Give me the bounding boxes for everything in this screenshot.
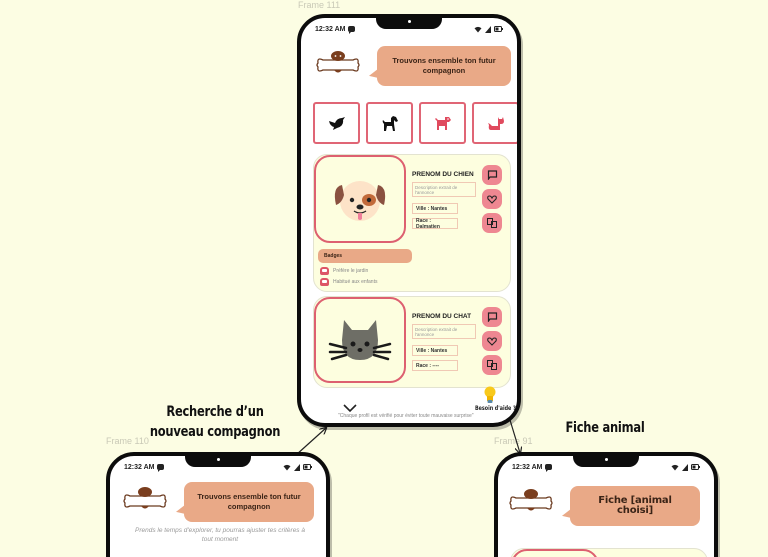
signal-icon (294, 463, 300, 471)
status-time: 12:32 AM (315, 25, 346, 33)
lightbulb-icon (484, 386, 496, 403)
badge-icon (320, 267, 329, 275)
wifi-icon (283, 464, 291, 471)
message-icon (157, 464, 165, 472)
search-phone-frame: 12:32 AM Trouvons ensemble ton futur com… (106, 452, 330, 557)
battery-icon (303, 464, 312, 470)
wifi-icon (474, 26, 482, 33)
compare-icon (487, 218, 497, 228)
cat-city: Ville : Nantes (412, 345, 458, 356)
frame-label-111: Frame 111 (298, 0, 341, 10)
main-phone-frame: 12:32 AM Trouvons ensemble ton futur com… (297, 14, 521, 427)
dog-face-icon (334, 181, 386, 221)
frame-label-91: Frame 91 (494, 436, 533, 446)
animal-filter-row (313, 102, 517, 144)
badges-title: Badges (324, 253, 343, 259)
badge-garden-label: Préfère le jardin (333, 268, 369, 274)
horse-icon (382, 116, 398, 131)
battery-icon (494, 26, 503, 32)
animal-card-cat[interactable]: PRENOM DU CHAT Description extrait de l'… (313, 296, 511, 388)
signal-icon (682, 463, 688, 471)
cat-message-button[interactable] (482, 307, 502, 327)
cat-name: PRENOM DU CHAT (412, 313, 472, 320)
message-icon (487, 312, 497, 322)
cat-photo (314, 297, 406, 383)
message-icon (545, 464, 553, 472)
bird-icon (328, 117, 345, 130)
badge-children: Habitué aux enfants (320, 278, 377, 286)
cat-breed: Race : ---- (412, 360, 458, 371)
explore-subtitle: Prends le temps d'explorer, tu pourras a… (135, 527, 305, 543)
scroll-down-button[interactable] (343, 400, 357, 413)
header-speech-bubble: Trouvons ensemble ton futur compagnon (377, 46, 511, 86)
cat-description: Description extrait de l'annonce (412, 324, 476, 339)
heart-icon (487, 194, 497, 204)
help-label: Besoin d'aide ? (475, 405, 516, 412)
status-bar: 12:32 AM (315, 23, 503, 35)
badge-children-label: Habitué aux enfants (333, 279, 378, 285)
dog-breed: Race : Dalmatien (412, 218, 458, 230)
bubble-text: Trouvons ensemble ton futur compagnon (392, 56, 496, 75)
filter-bird-button[interactable] (313, 102, 360, 144)
annotation-animal-sheet: Fiche animal (565, 420, 645, 436)
animal-detail-card (510, 548, 708, 557)
compare-icon (487, 360, 497, 370)
filter-cat-button[interactable] (472, 102, 517, 144)
cat-compare-button[interactable] (482, 355, 502, 375)
status-bar: 12:32 AM (512, 461, 700, 473)
bubble-text: Trouvons ensemble ton futur compagnon (197, 492, 301, 511)
dog-description: Description extrait de l'annonce (412, 182, 476, 197)
dog-icon (434, 117, 451, 130)
header-speech-bubble: Trouvons ensemble ton futur compagnon (184, 482, 314, 522)
dog-message-button[interactable] (482, 165, 502, 185)
dog-bone-logo (122, 484, 168, 518)
chevron-down-icon (343, 404, 357, 413)
annotation-search-flow: Recherche d’un nouveau compagnon (149, 404, 281, 440)
message-icon (487, 170, 497, 180)
phone-notch (185, 456, 251, 467)
animal-card-dog[interactable]: PRENOM DU CHIEN Description extrait de l… (313, 154, 511, 292)
dog-bone-logo (315, 48, 361, 82)
animal-sheet-phone-frame: 12:32 AM Fiche [animal choisi] (494, 452, 718, 557)
frame-label-110: Frame 110 (106, 436, 149, 446)
animal-photo (511, 549, 599, 557)
cat-face-icon (328, 320, 392, 361)
footer-quote: "Chaque profil est vérifié pour éviter t… (338, 413, 474, 419)
dog-bone-logo (508, 486, 554, 520)
dog-city: Ville : Nantes (412, 203, 458, 214)
status-bar: 12:32 AM (124, 461, 312, 473)
filter-horse-button[interactable] (366, 102, 413, 144)
badge-icon (320, 278, 329, 286)
badge-garden: Préfère le jardin (320, 267, 368, 275)
dog-compare-button[interactable] (482, 213, 502, 233)
header-speech-bubble: Fiche [animal choisi] (570, 486, 700, 526)
heart-icon (487, 336, 497, 346)
cat-icon (487, 117, 504, 130)
status-time: 12:32 AM (512, 463, 543, 471)
dog-name: PRENOM DU CHIEN (412, 171, 474, 178)
badges-header: Badges (318, 249, 412, 263)
dog-photo (314, 155, 406, 243)
cat-favorite-button[interactable] (482, 331, 502, 351)
filter-dog-button[interactable] (419, 102, 466, 144)
bubble-text: Fiche [animal choisi] (598, 495, 672, 516)
message-icon (348, 26, 356, 34)
status-time: 12:32 AM (124, 463, 155, 471)
dog-favorite-button[interactable] (482, 189, 502, 209)
signal-icon (485, 25, 491, 33)
battery-icon (691, 464, 700, 470)
help-button[interactable]: Besoin d'aide ? (473, 386, 516, 414)
phone-notch (573, 456, 639, 467)
wifi-icon (671, 464, 679, 471)
phone-notch (376, 18, 442, 29)
